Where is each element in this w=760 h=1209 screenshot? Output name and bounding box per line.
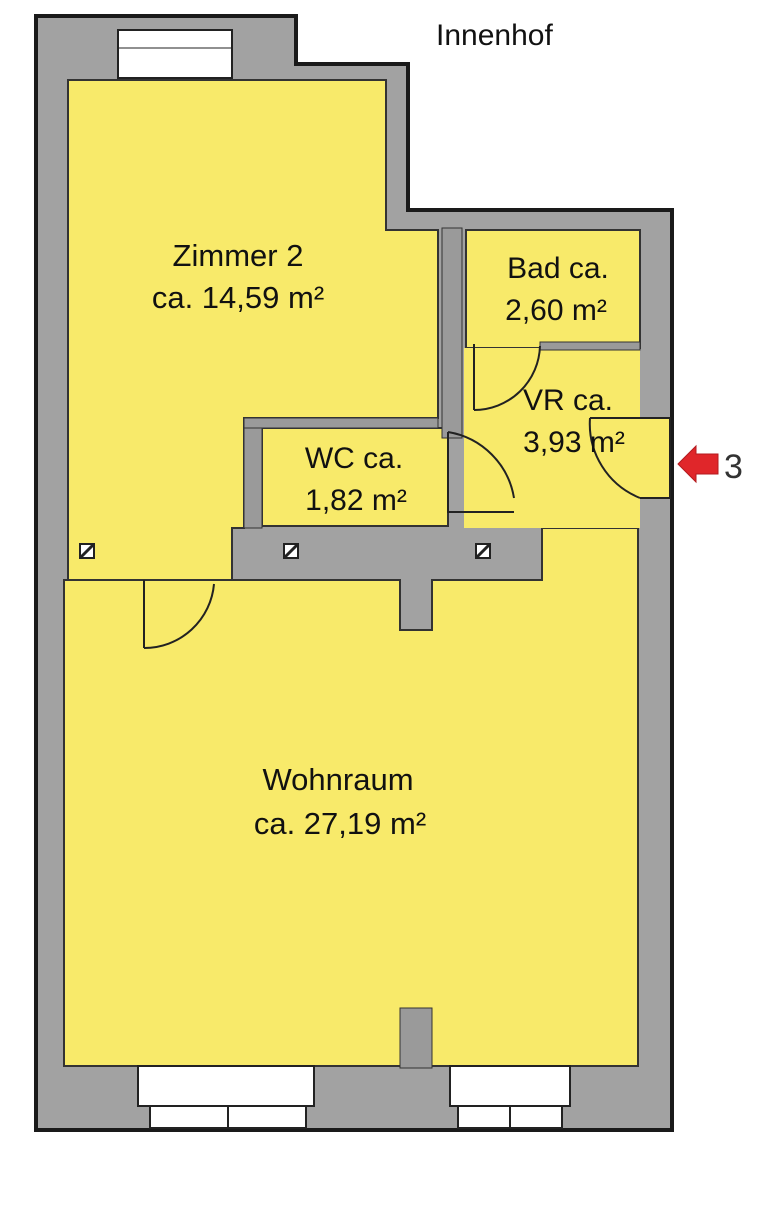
window-courtyard (117, 29, 233, 79)
courtyard-label: Innenhof (436, 19, 553, 52)
room-vr-name: VR ca. (523, 384, 613, 417)
door-bad (473, 344, 541, 411)
door-wc (447, 431, 515, 513)
room-zimmer2-name: Zimmer 2 (173, 238, 304, 273)
room-zimmer2-area: ca. 14,59 m² (152, 280, 324, 315)
room-bad (465, 229, 641, 349)
window-bottom-left (137, 1065, 315, 1129)
wall-bad-vr (539, 341, 641, 351)
room-wohnraum-area: ca. 27,19 m² (254, 806, 426, 841)
room-wohnraum (63, 527, 639, 1067)
room-vr-area: 3,93 m² (523, 426, 625, 459)
room-bad-area: 2,60 m² (505, 294, 607, 327)
room-wc-area: 1,82 m² (305, 484, 407, 517)
wall-vertical-bad (441, 227, 463, 439)
entrance-arrow-icon (677, 444, 719, 484)
room-wc-name: WC ca. (305, 442, 403, 475)
entrance-number: 3 (724, 448, 743, 486)
wall-wc-top (243, 417, 439, 429)
window-bottom-right (449, 1065, 571, 1129)
door-entrance (588, 417, 671, 499)
door-zimmer2 (143, 580, 215, 650)
room-vr (464, 348, 640, 500)
pillar-bottom (399, 1007, 433, 1069)
wall-vertical-wc (243, 417, 263, 529)
room-wohnraum-name: Wohnraum (262, 762, 413, 797)
room-bad-name: Bad ca. (507, 252, 609, 285)
